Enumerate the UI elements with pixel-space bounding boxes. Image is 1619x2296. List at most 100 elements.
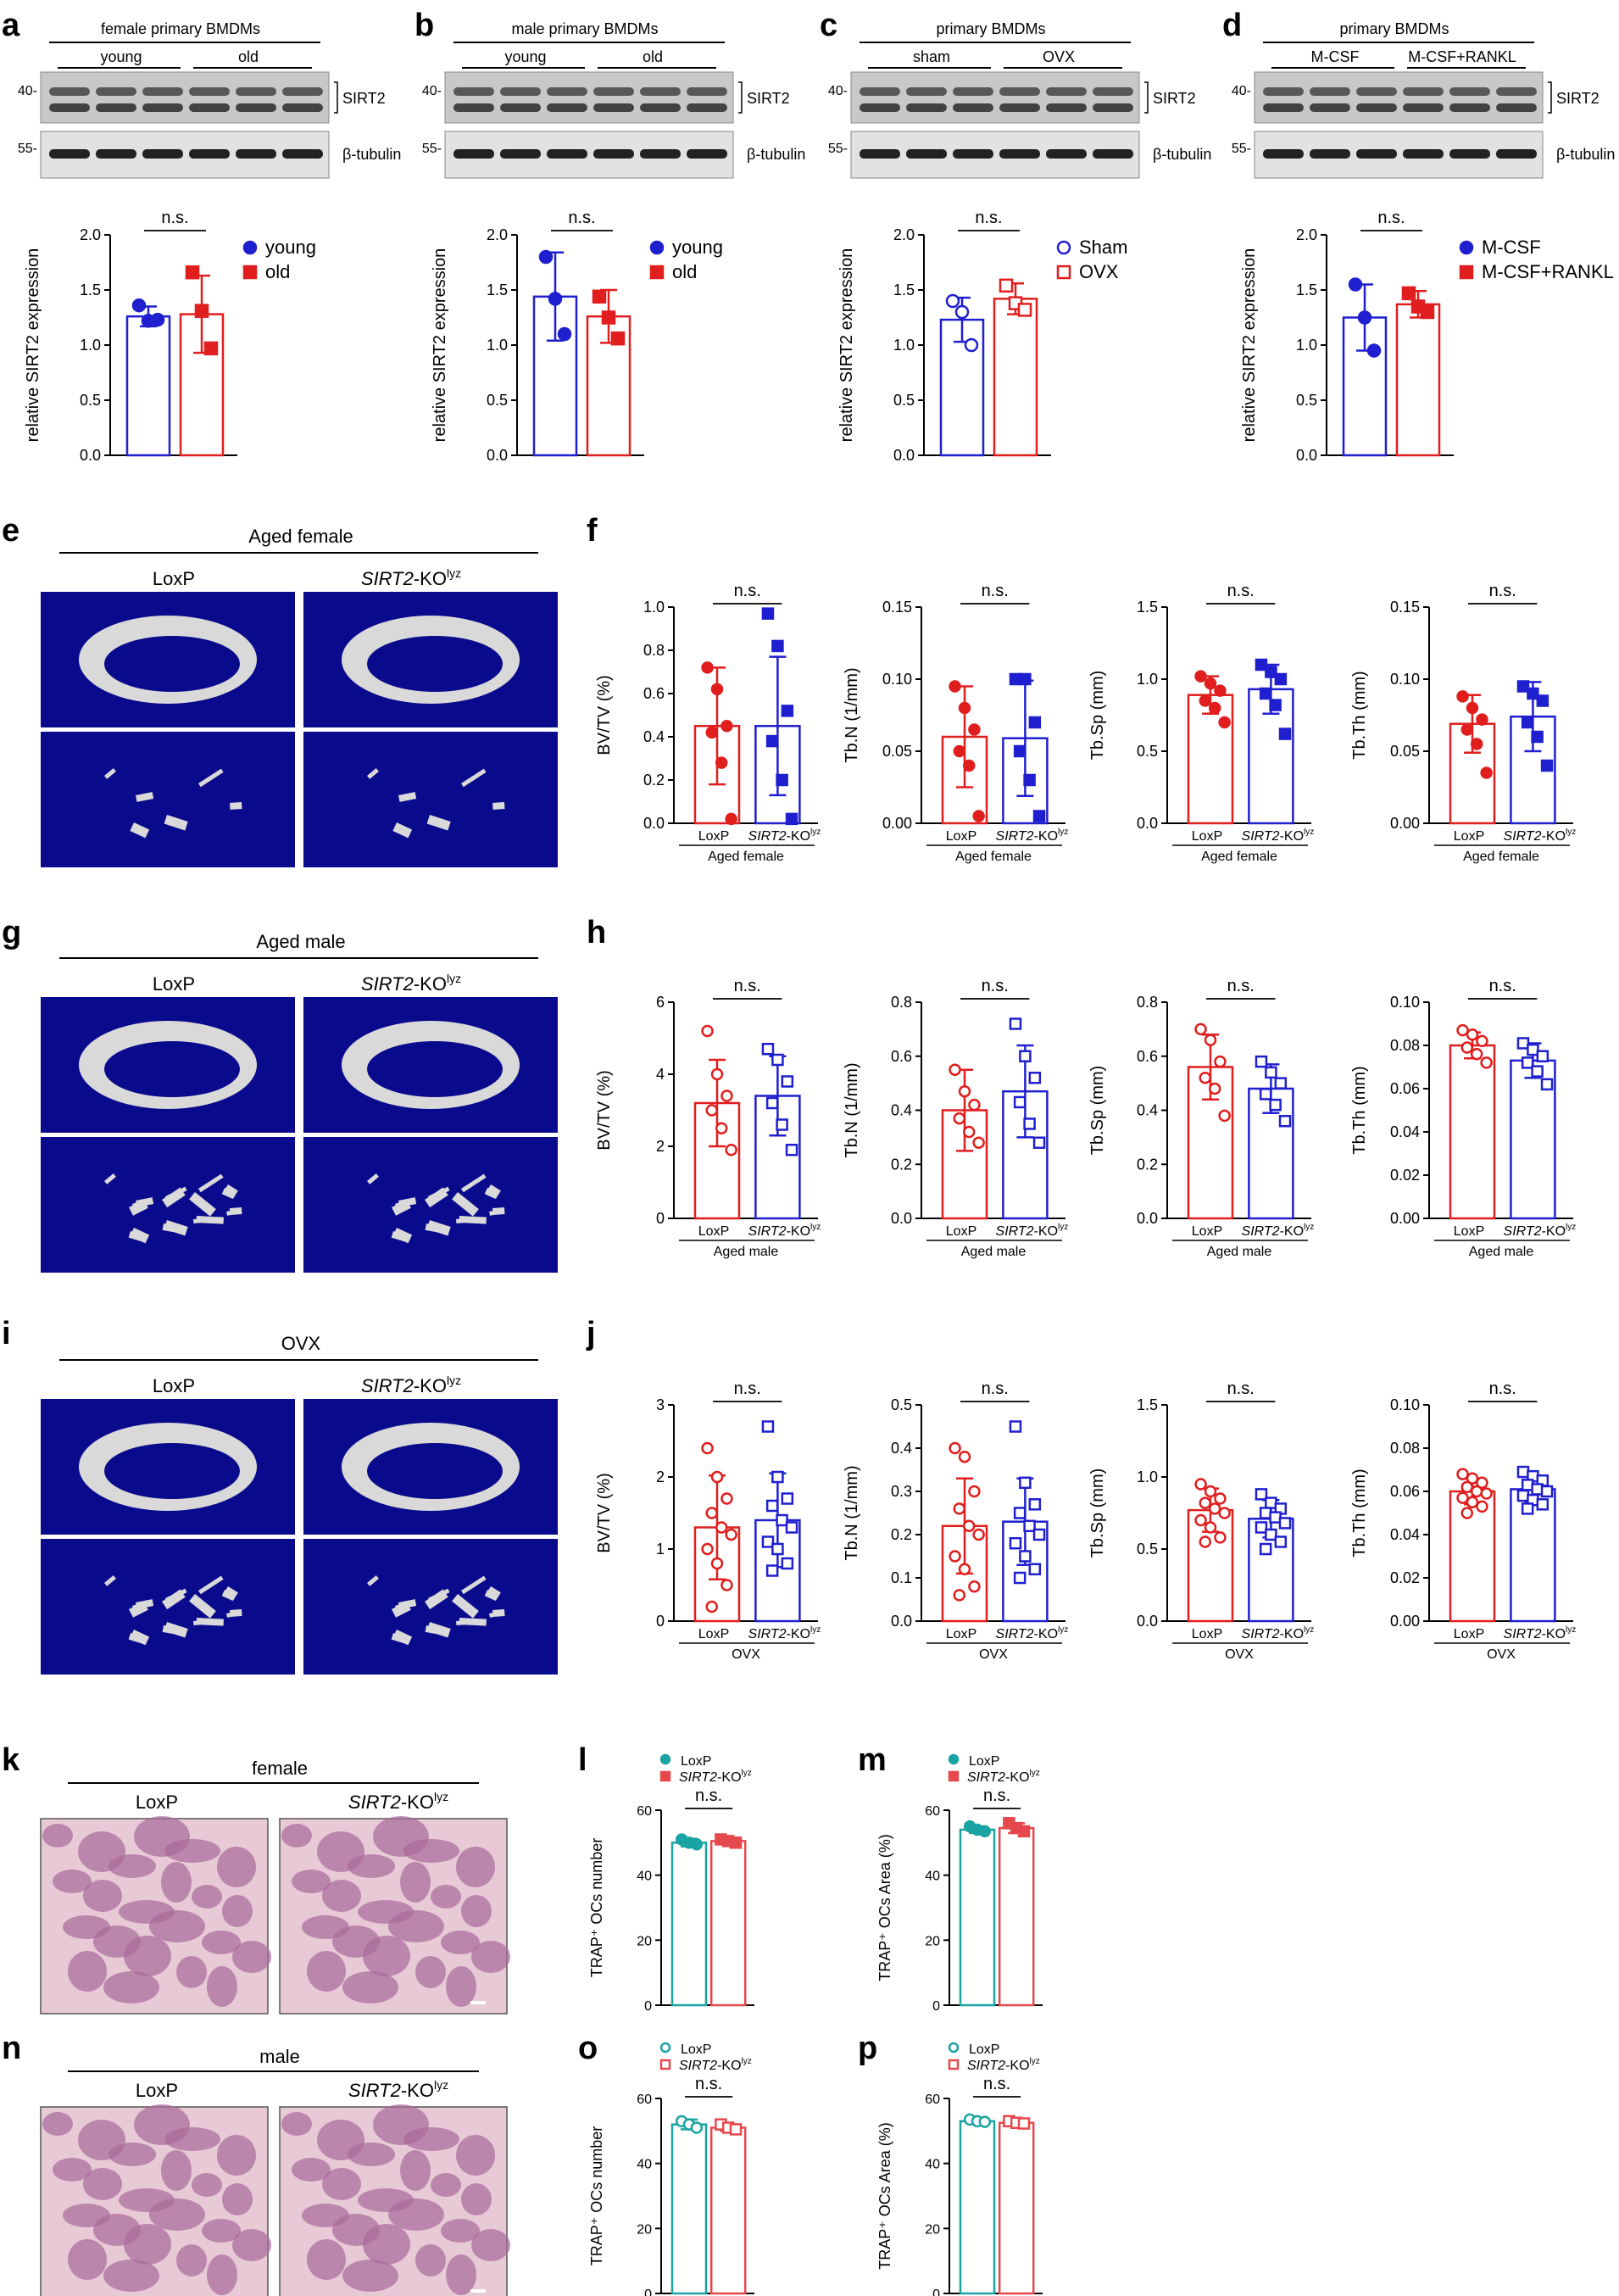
legend-marker [948,2042,960,2054]
sirt2-band-upper [1093,87,1133,96]
data-point [1017,1825,1031,1838]
data-point [1028,716,1042,729]
sirt2-band-upper [640,87,681,96]
osteoclast-cell [176,2244,207,2276]
significance-label: n.s. [734,977,761,995]
significance-label: n.s. [734,582,761,600]
y-axis-label: Tb.N (1/mm) [843,1465,861,1560]
data-point [1278,1517,1292,1530]
data-point [1013,1095,1026,1109]
legend-label: Sham [1079,237,1127,258]
data-point [1028,1563,1042,1576]
data-point [1032,810,1046,822]
data-point [761,1535,775,1548]
y-tick-label: 20 [637,2222,652,2237]
y-tick-label: 0.5 [1296,392,1317,409]
significance-label: n.s. [1489,977,1516,995]
data-point [968,723,981,736]
data-point [710,1557,724,1570]
panel-letter-j: j [586,1316,596,1351]
y-tick-label: 0.4 [891,1440,912,1457]
data-point [720,1492,733,1505]
y-tick-label: 0.15 [882,599,912,616]
trabecular-bone [461,768,487,788]
data-point [949,1063,961,1076]
tubulin-band [236,149,276,159]
trabecular-bone [103,768,116,779]
y-tick-label: 0.6 [1137,1048,1158,1065]
y-tick-label: 0.4 [643,728,665,745]
trabecular-bone [230,802,242,810]
trabecular-bone [425,1187,448,1208]
group-label: Aged female [1463,850,1539,864]
osteoclast-cell [446,2254,476,2295]
trabecular-bone [391,1633,410,1645]
y-tick-label: 20 [925,1934,940,1948]
blot-group-1: young [504,48,546,65]
y-tick-label: 1.5 [1296,281,1317,298]
y-tick-label: 0.10 [1390,671,1420,688]
group-label: Aged male [961,1245,1026,1259]
osteoclast-cell [415,2244,446,2276]
sirt2-band-upper [1403,87,1444,96]
trabecular-bone [455,1217,484,1223]
data-point [958,1450,971,1463]
data-point [1480,766,1493,779]
data-point [548,292,563,306]
data-point [1476,1476,1488,1490]
y-tick-label: 0.6 [643,685,665,702]
data-point [1265,1528,1277,1541]
sirt2-band-lower [236,103,276,112]
x-label-ko: SIRT2-KOlyz [1242,828,1315,844]
y-tick-label: 0.8 [891,994,912,1011]
y-axis-label: TRAP⁺ OCs number [588,2126,605,2266]
legend-label: old [265,261,290,282]
blot-group-1: sham [913,48,950,65]
data-point [1194,670,1207,683]
osteoclast-cell [461,2183,492,2215]
y-tick-label: 0.15 [1390,599,1420,616]
y-tick-label: 0.10 [1390,994,1420,1011]
y-tick-label: 0.00 [1390,1210,1420,1227]
histo-left-label: LoxP [136,2080,178,2101]
tubulin-band [189,149,230,159]
osteoclast-cell [322,2168,361,2200]
tubulin-band [1046,149,1087,159]
y-tick-label: 60 [637,1804,652,1819]
y-tick-label: 0.5 [891,1396,912,1413]
panel-letter-o: o [578,2031,598,2066]
trabecular-bone [392,1601,411,1618]
data-point [601,310,616,325]
data-point [1009,1536,1022,1550]
osteoclast-cell [281,1824,312,1847]
significance-label: n.s. [983,1786,1010,1805]
y-tick-label: 0.5 [1137,743,1158,760]
data-point [720,1579,733,1591]
data-point [1265,1066,1277,1079]
y-tick-label: 0.08 [1390,1440,1420,1457]
data-point [150,312,165,327]
data-point [776,1513,788,1527]
sirt2-band-lower [860,103,900,112]
y-tick-label: 0.5 [893,392,915,409]
data-point [1199,1496,1212,1509]
y-tick-label: 6 [656,994,665,1011]
sirt2-band-lower [142,103,183,112]
x-label-ko: SIRT2-KOlyz [996,1223,1069,1239]
histo-right-label: SIRT2-KOlyz [348,2078,448,2101]
data-point [1032,1528,1046,1541]
osteoclast-cell [134,1816,190,1857]
data-point [1476,1500,1488,1513]
data-point [972,810,985,822]
osteoclast-cell [42,2112,73,2136]
x-label-loxp: LoxP [1192,829,1222,844]
osteoclast-cell [456,1847,495,1887]
group-label: OVX [732,1647,760,1662]
data-point [958,1084,971,1098]
x-label-ko: SIRT2-KOlyz [1242,1223,1315,1239]
sirt2-band-lower [999,103,1040,112]
marrow-cavity [104,636,240,692]
data-point [962,759,976,772]
